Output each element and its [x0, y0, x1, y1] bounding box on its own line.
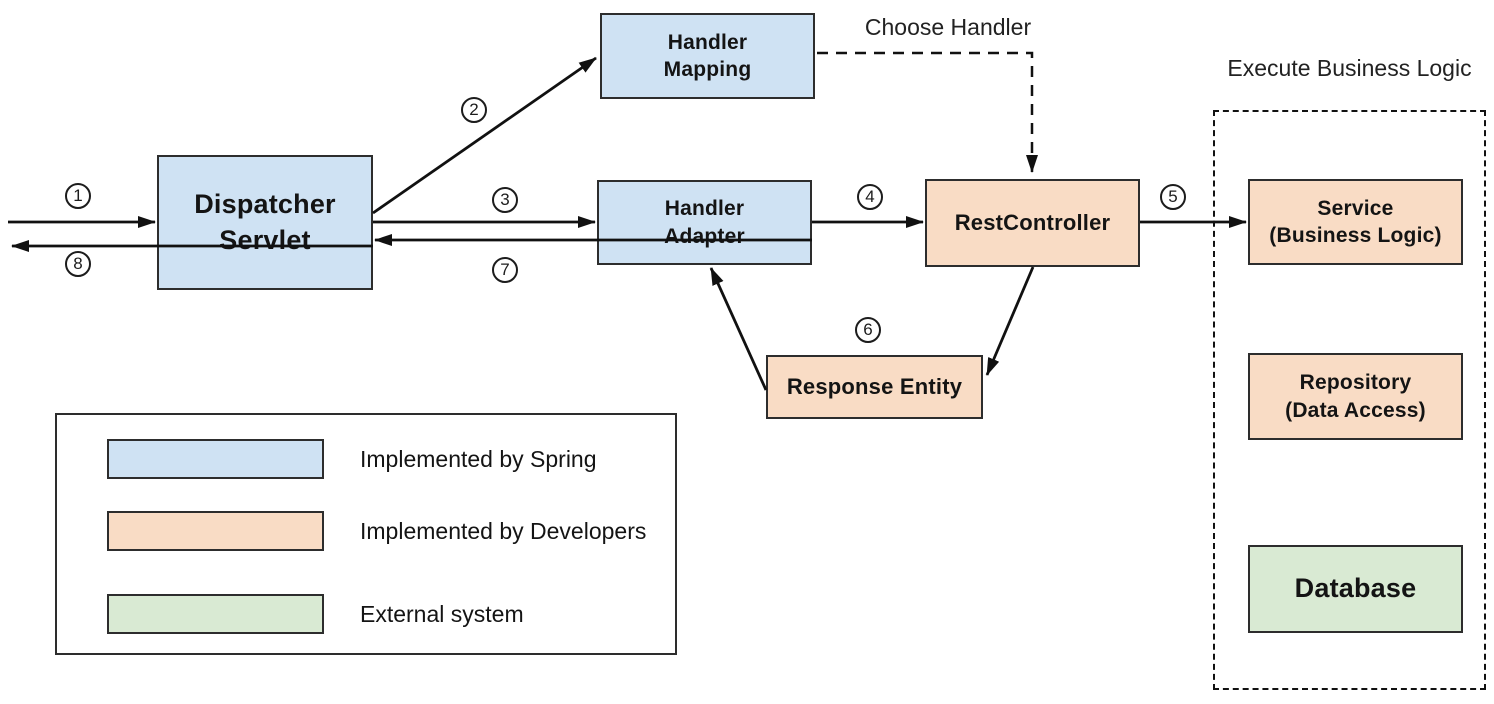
step-2-badge: 2 [461, 97, 487, 123]
choose-handler-label: Choose Handler [864, 14, 1032, 40]
node-database-label: Database [1294, 573, 1417, 604]
arrow-step2-to-handler-mapping [372, 56, 597, 215]
execute-business-logic-label: Execute Business Logic [1227, 55, 1472, 81]
legend-swatch-spring [107, 439, 324, 479]
node-database: Database [1248, 545, 1463, 633]
step-1-badge: 1 [65, 183, 91, 209]
node-rest-controller: RestController [925, 179, 1140, 267]
legend-box: Implemented by Spring Implemented by Dev… [55, 413, 677, 655]
step-4-badge: 4 [857, 184, 883, 210]
node-rest-controller-label: RestController [954, 209, 1111, 235]
arrow-response-entity-to-handler-adapter [709, 267, 768, 391]
legend-label-spring: Implemented by Spring [360, 445, 597, 472]
node-handler-mapping-label: Handler Mapping [663, 30, 752, 81]
legend-swatch-external [107, 594, 324, 634]
node-handler-adapter-label: Handler Adapter [664, 197, 745, 248]
node-repository: Repository (Data Access) [1248, 353, 1463, 440]
step-5-badge: 5 [1160, 184, 1186, 210]
step-3-badge: 3 [492, 187, 518, 213]
node-dispatcher-servlet-label: Dispatcher Servlet [194, 189, 336, 255]
step-7-badge: 7 [492, 257, 518, 283]
node-dispatcher-servlet: Dispatcher Servlet [157, 155, 373, 290]
step-6-badge: 6 [855, 317, 881, 343]
node-response-entity-label: Response Entity [786, 373, 963, 399]
arrow-choose-handler-dashed [817, 51, 1038, 173]
legend-label-external: External system [360, 600, 524, 627]
arrow-step6-to-response-entity [985, 266, 1035, 376]
step-8-badge: 8 [65, 251, 91, 277]
node-response-entity: Response Entity [766, 355, 983, 419]
legend-swatch-developers [107, 511, 324, 551]
legend-label-developers: Implemented by Developers [360, 517, 647, 544]
node-repository-label: Repository (Data Access) [1285, 371, 1426, 422]
node-service-label: Service (Business Logic) [1269, 196, 1442, 247]
node-handler-mapping: Handler Mapping [600, 13, 815, 99]
node-handler-adapter: Handler Adapter [597, 180, 812, 265]
node-service: Service (Business Logic) [1248, 179, 1463, 265]
execute-business-logic-group [1213, 110, 1486, 690]
